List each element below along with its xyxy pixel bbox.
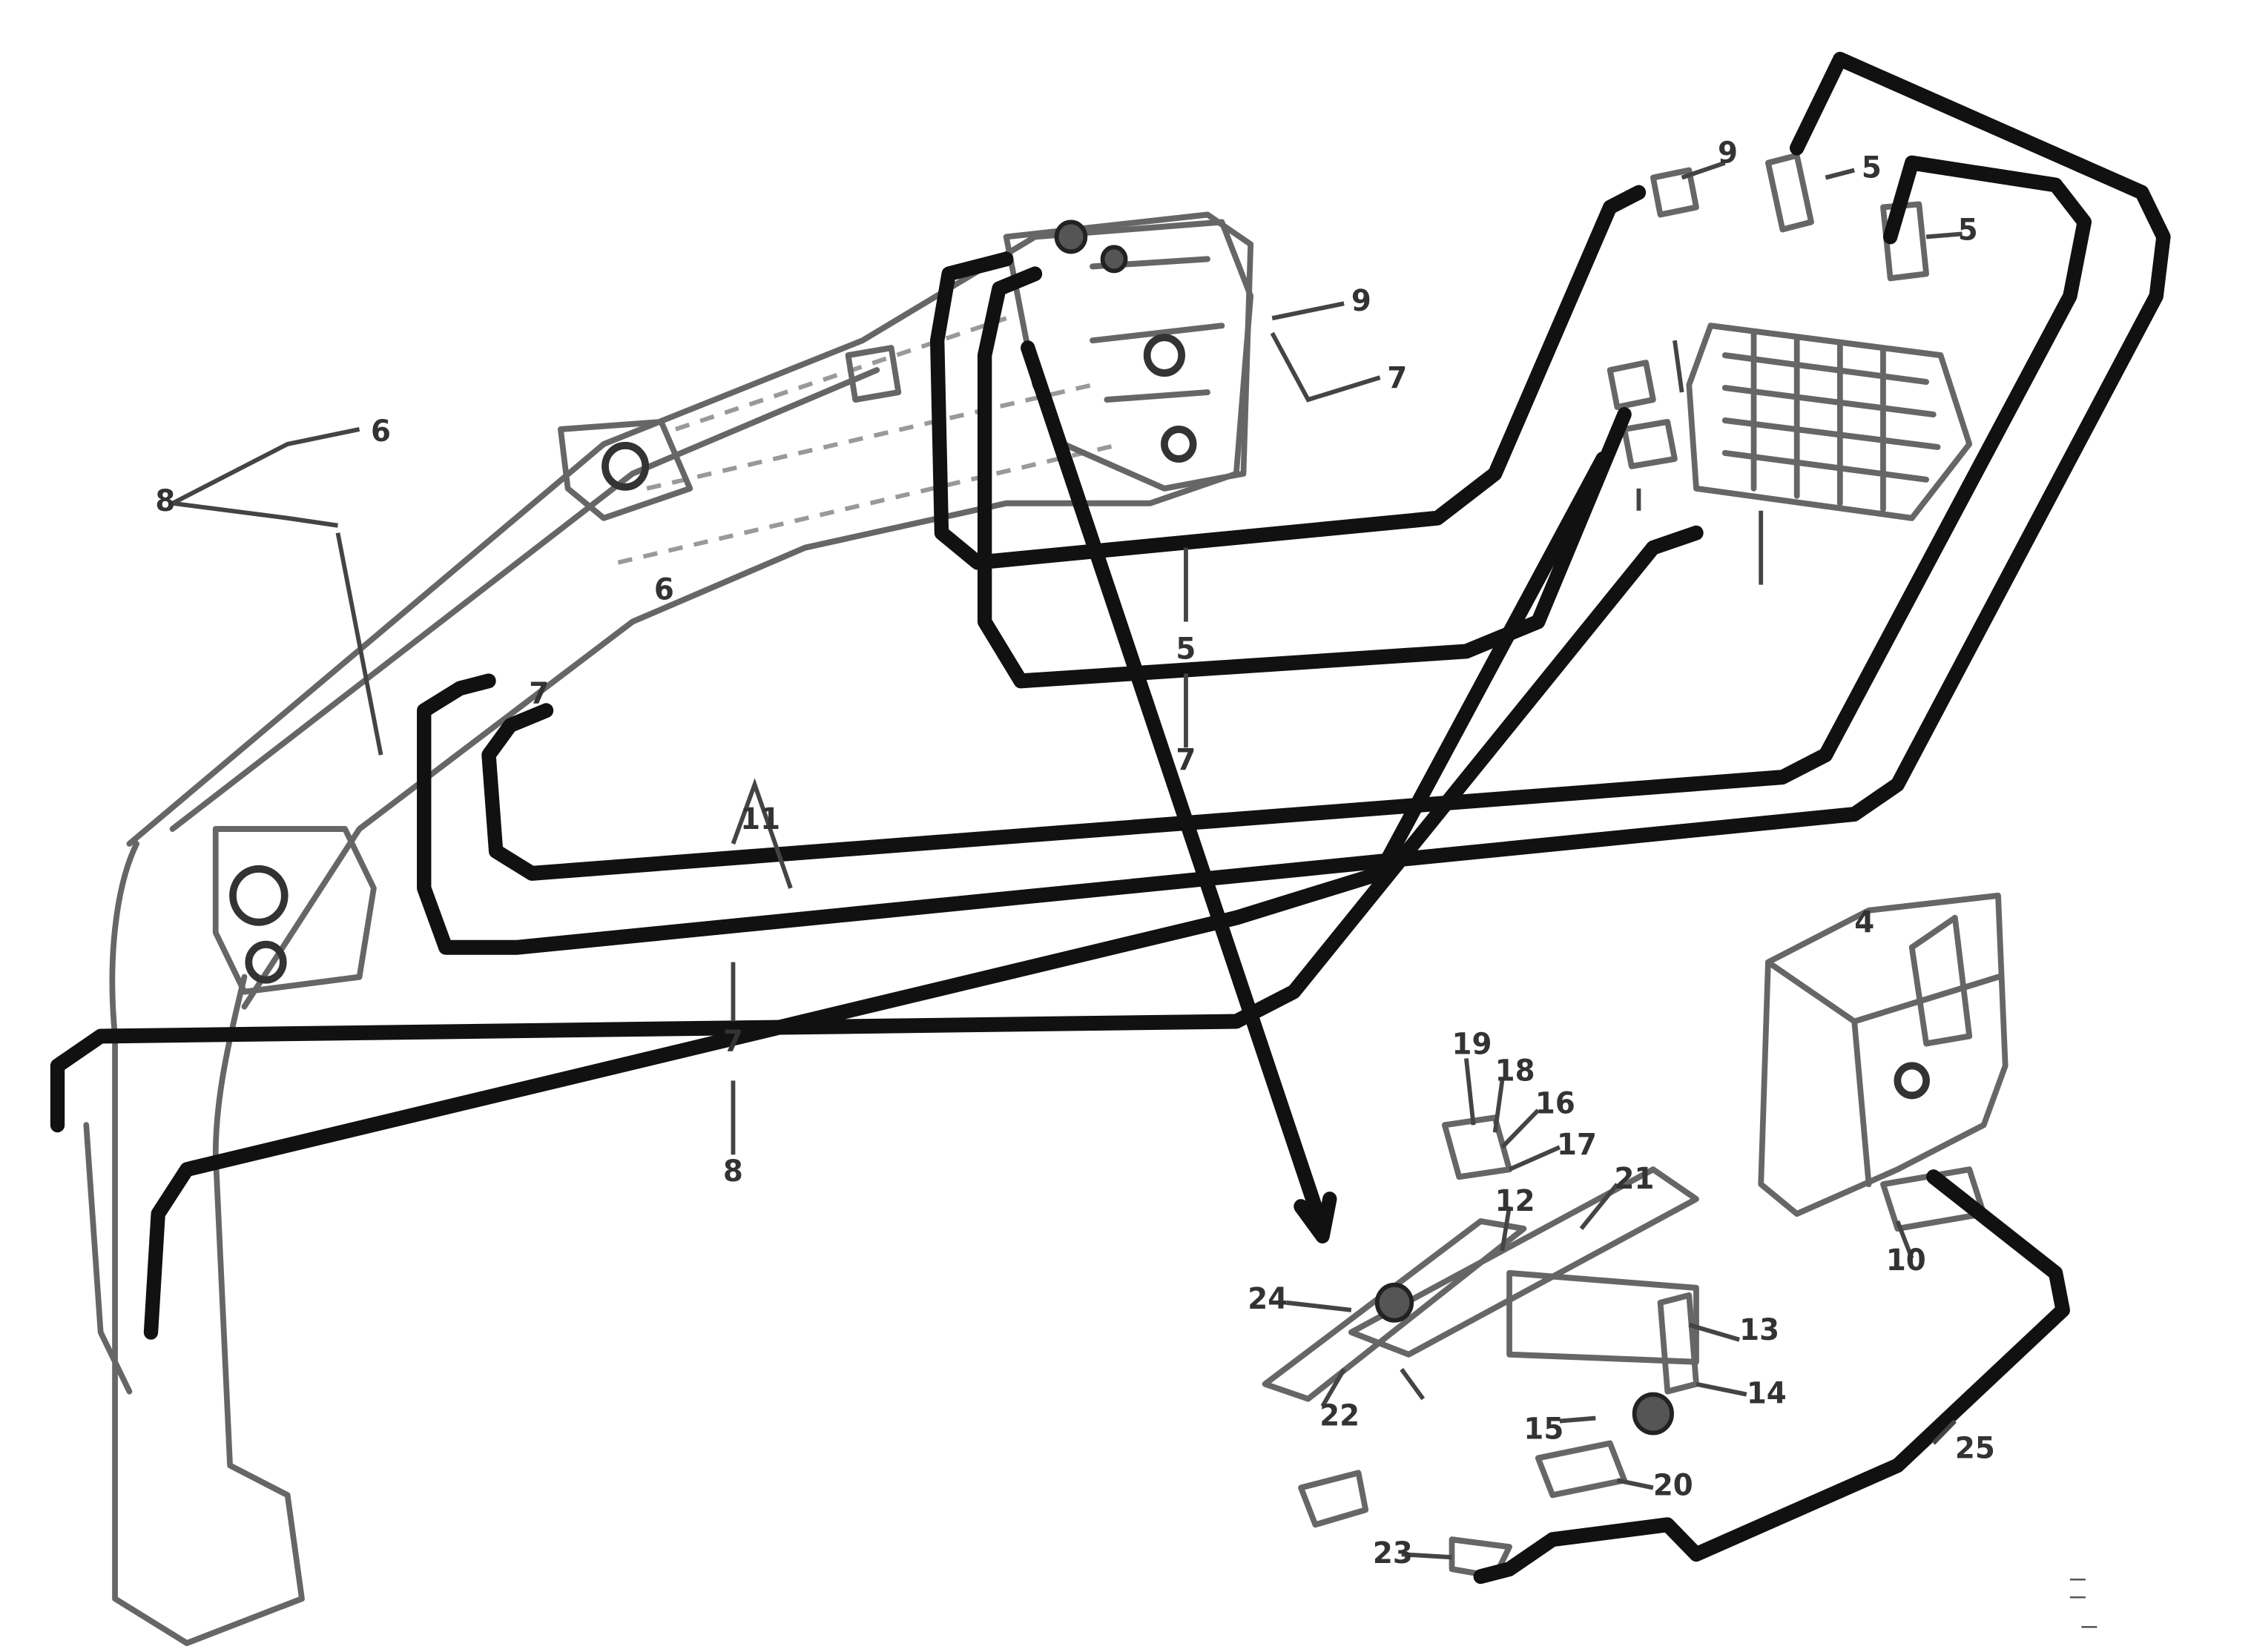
boom-cylinder — [212, 826, 377, 995]
reference-line-1: — — [2070, 1563, 2086, 1594]
callout-labels: 6 8 9 7 6 7 5 7 5 9 5 11 7 8 19 18 16 17… — [155, 136, 1994, 1570]
callout-13: 13 — [1739, 1312, 1779, 1347]
pedal-assembly — [1262, 1114, 1699, 1580]
hose-inner-loop — [481, 155, 2092, 881]
callout-8-b: 8 — [723, 1154, 743, 1189]
leader-lines — [171, 160, 1963, 1560]
hydraulic-hoses — [50, 51, 2171, 1585]
hose-manifold-to-foot-upper — [50, 525, 1704, 1133]
hose-diagonal-to-pedal — [1021, 340, 1330, 1237]
callout-7-c: 7 — [1176, 743, 1196, 778]
hose-outer-loop — [417, 51, 2171, 955]
callout-9-a: 9 — [1351, 284, 1371, 319]
drawing-number: — — [2081, 1610, 2098, 1642]
callout-8-a: 8 — [155, 483, 175, 518]
callout-21: 21 — [1615, 1162, 1655, 1197]
callout-5-b: 5 — [1862, 151, 1882, 185]
callout-6-b: 6 — [654, 572, 674, 607]
callout-7-d: 7 — [723, 1024, 743, 1059]
callout-11: 11 — [740, 802, 780, 836]
pilot-control-box — [1758, 892, 2009, 1232]
callout-6-a: 6 — [371, 414, 391, 449]
callout-12: 12 — [1495, 1184, 1535, 1219]
callout-9-b: 9 — [1718, 136, 1738, 171]
callout-14: 14 — [1747, 1376, 1787, 1411]
boom-coupling — [845, 345, 902, 403]
reference-line-2: — — [2070, 1581, 2086, 1612]
hose-tip-lower — [977, 266, 1632, 689]
callout-20: 20 — [1653, 1468, 1693, 1503]
callout-23: 23 — [1373, 1536, 1413, 1571]
hose-manifold-to-foot-lower — [143, 451, 1610, 1340]
callout-24: 24 — [1248, 1281, 1288, 1316]
callout-4: 4 — [1854, 905, 1874, 940]
arm-cylinder-mount — [557, 418, 693, 521]
callout-5-a: 5 — [1176, 632, 1196, 667]
callout-17: 17 — [1557, 1128, 1597, 1163]
callout-15: 15 — [1523, 1412, 1563, 1447]
callout-25: 25 — [1955, 1431, 1995, 1466]
callout-16: 16 — [1535, 1086, 1575, 1121]
callout-22: 22 — [1319, 1398, 1360, 1433]
callout-18: 18 — [1495, 1054, 1535, 1088]
drawing-reference: — — — — [2070, 1563, 2098, 1641]
callout-7-b: 7 — [529, 676, 549, 711]
hose-pilot-to-pedal — [1473, 1169, 2070, 1585]
callout-7-a: 7 — [1387, 361, 1407, 396]
callout-19: 19 — [1452, 1027, 1492, 1062]
callout-10: 10 — [1886, 1243, 1926, 1278]
boom-tip-valve — [1003, 211, 1254, 492]
callout-5-c: 5 — [1958, 213, 1978, 248]
control-valve-manifold — [1607, 152, 1973, 521]
